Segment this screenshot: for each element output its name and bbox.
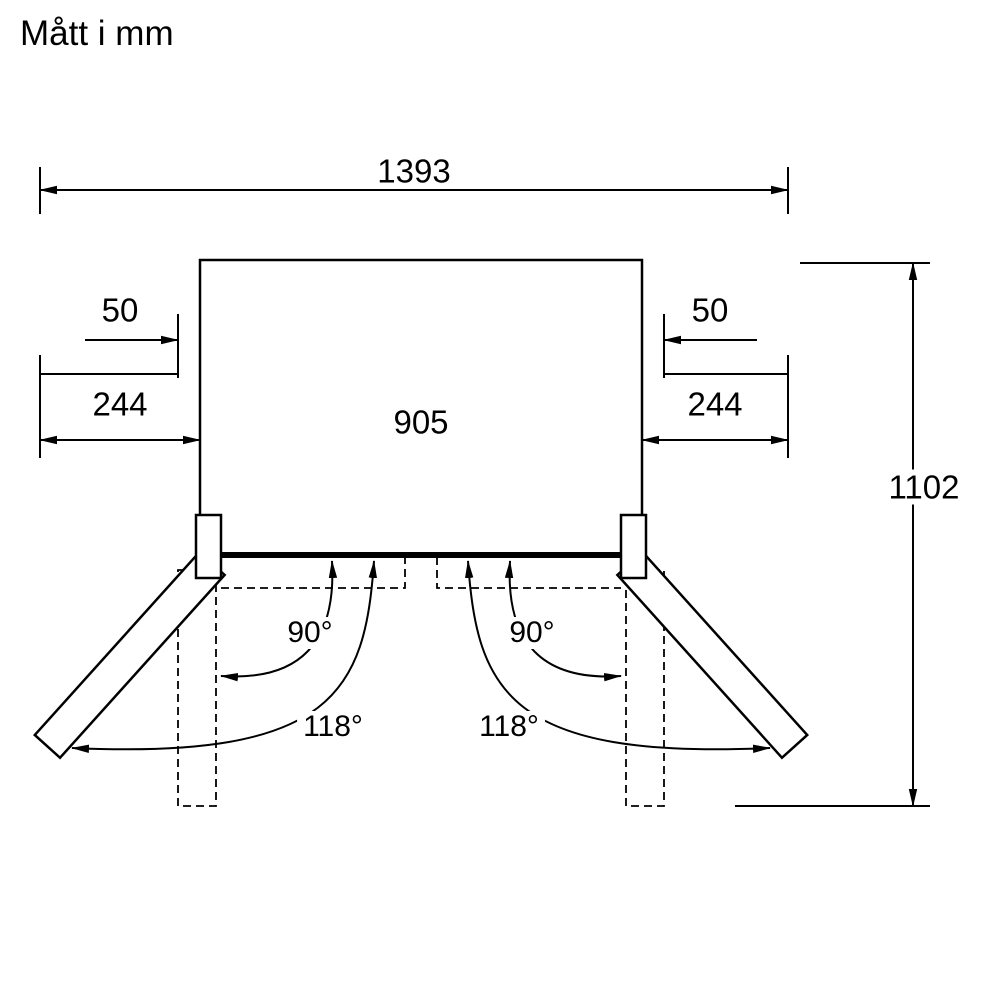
door-open-right	[615, 550, 809, 760]
angle-label-90-right: 90°	[503, 617, 561, 649]
dim-label-gap-left: 50	[101, 291, 139, 329]
swing-arc-118-right	[464, 560, 771, 753]
angle-label-118-left: 118°	[297, 711, 369, 743]
hinge-block-right	[619, 513, 648, 580]
swing-arc-118-left	[71, 560, 378, 753]
dim-label-depth: 1102	[882, 469, 966, 505]
door-open-left	[33, 550, 227, 760]
door-closed-dashed-right	[436, 557, 621, 589]
angle-label-118-right: 118°	[473, 711, 545, 743]
dim-label-total-width: 1393	[377, 152, 451, 190]
door-closed-dashed-left	[221, 557, 406, 589]
cabinet-outline	[198, 258, 644, 557]
dim-label-side-right: 244	[687, 385, 743, 423]
angle-label-90-left: 90°	[281, 617, 339, 649]
dim-label-side-left: 244	[92, 385, 148, 423]
dim-label-body-width: 905	[393, 403, 449, 441]
dim-label-gap-right: 50	[691, 291, 729, 329]
hinge-block-left	[194, 513, 223, 580]
drawing-title: Mått i mm	[20, 14, 174, 53]
